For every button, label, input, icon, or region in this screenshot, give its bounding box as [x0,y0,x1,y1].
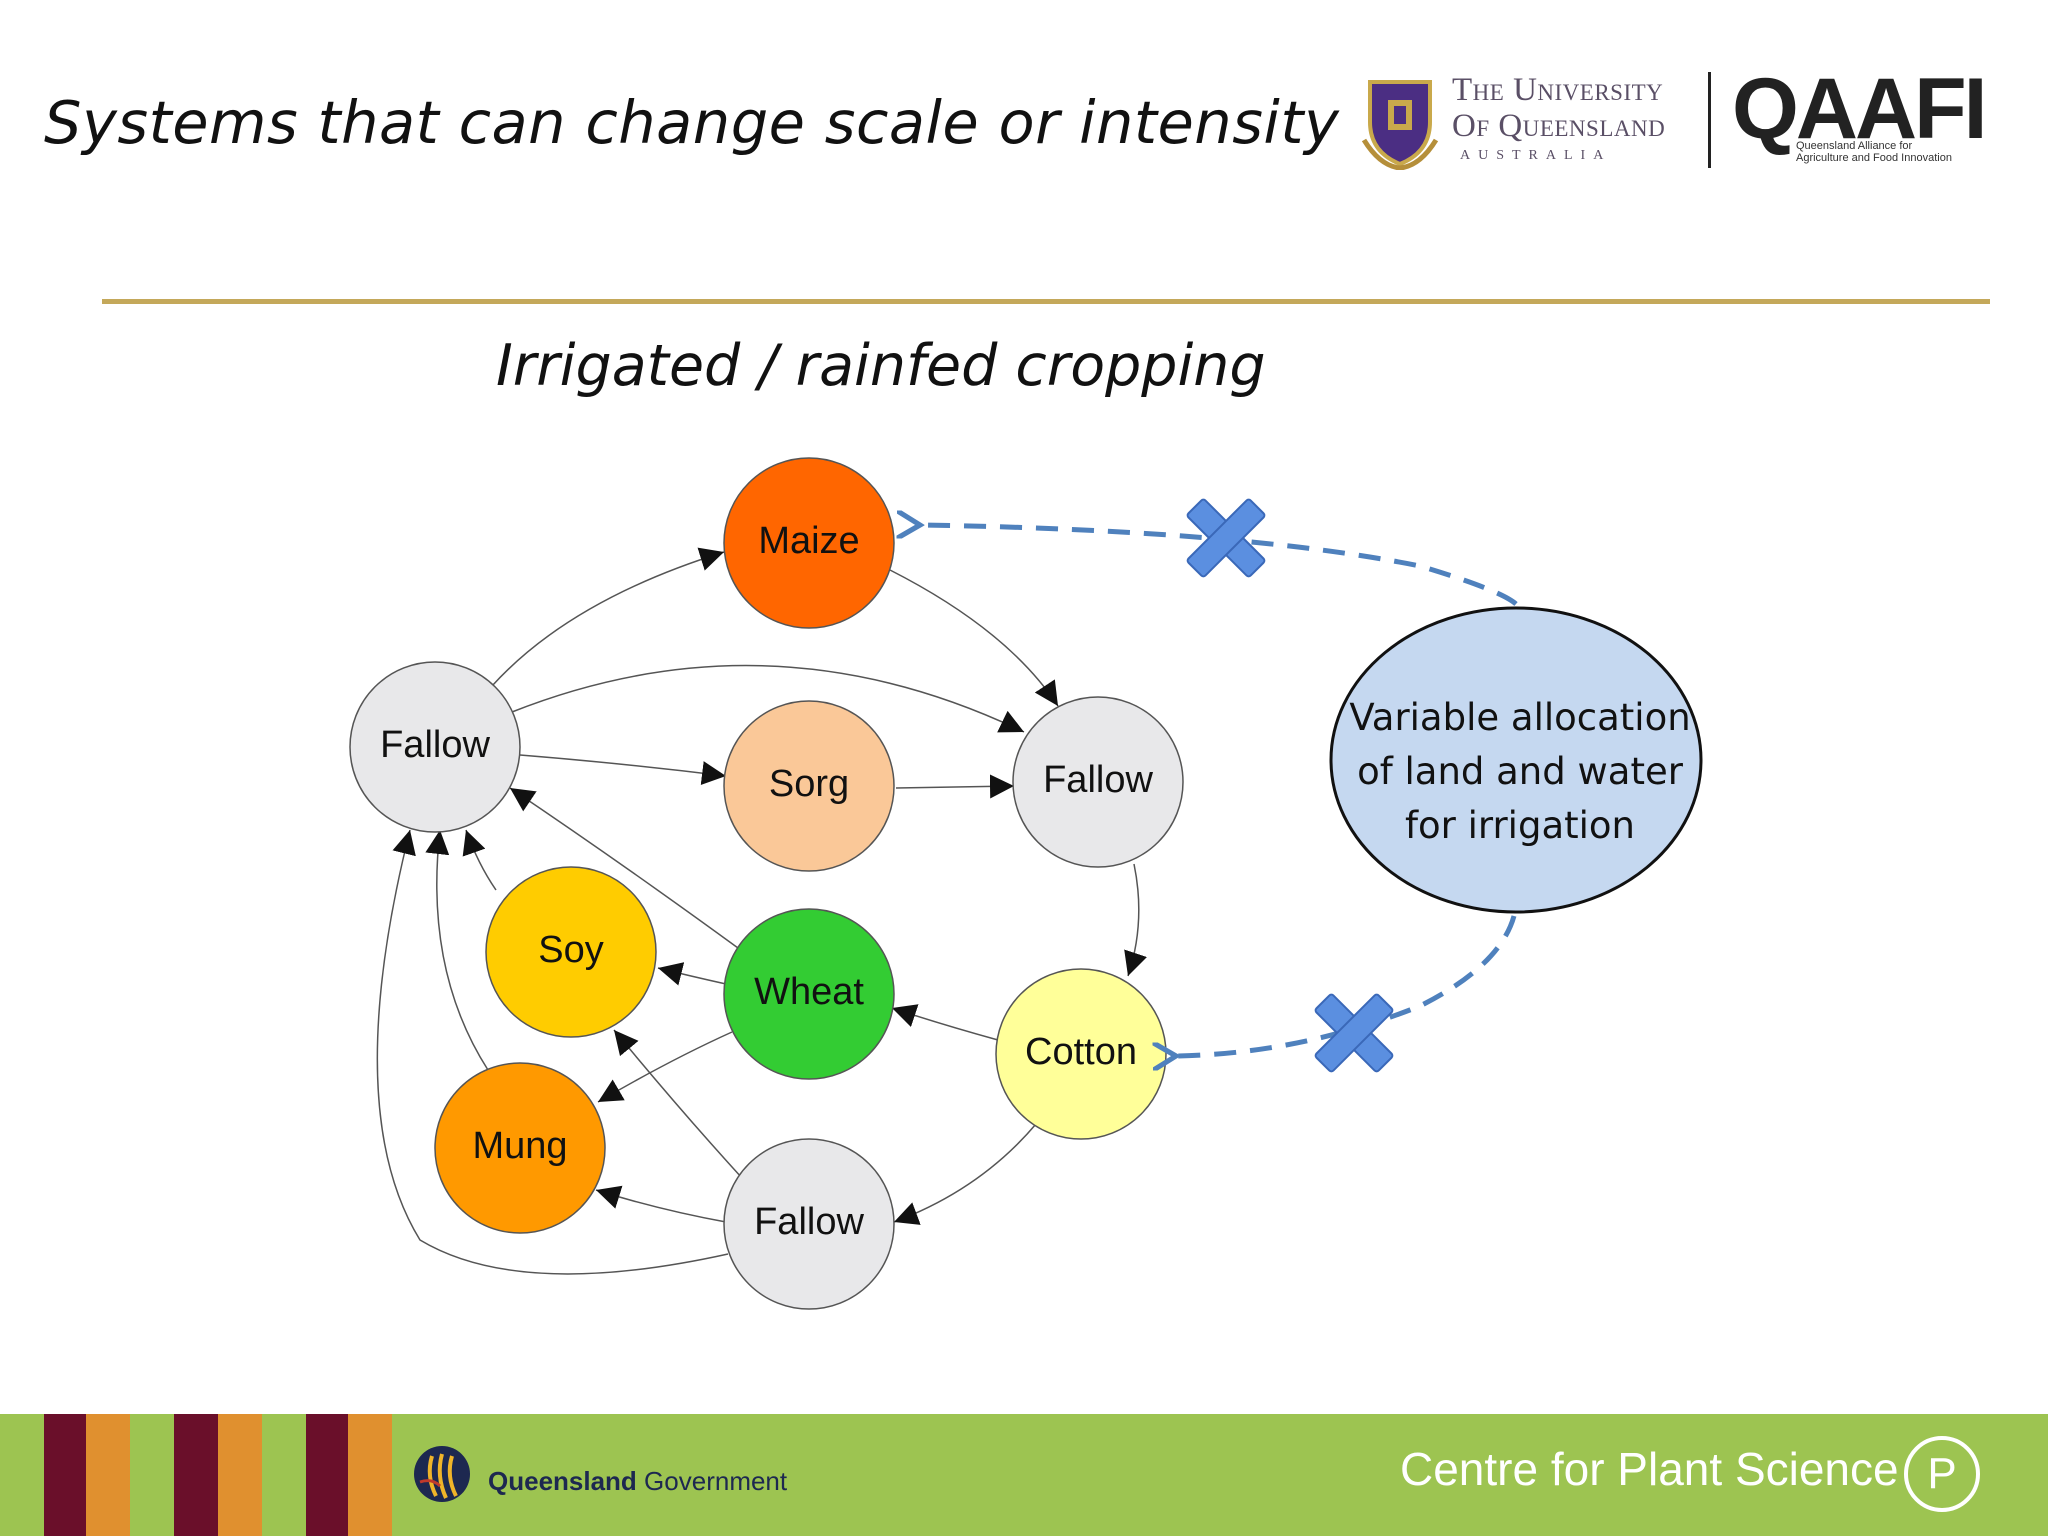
node-sorg: Sorg [723,700,895,872]
node-mung-label: Mung [472,1125,567,1167]
uq-line3: AUSTRALIA [1460,148,1612,163]
edge-cotton-to-wheat [891,1004,999,1041]
edge-maize-to-fallow-right [889,569,1059,707]
node-soy: Soy [485,866,657,1038]
footer-stripe-1 [44,1414,86,1536]
node-fallow-bottom-circle [723,1138,895,1310]
uq-line1: The University [1452,72,1664,108]
queensland-government-crest-icon [414,1446,470,1502]
node-wheat-circle [723,908,895,1080]
footer-stripe-6 [348,1414,392,1536]
blocked-cross-icon-bottom [1314,993,1394,1073]
node-cotton-label: Cotton [1025,1031,1137,1073]
plant-science-logo-letter: P [1927,1449,1956,1498]
node-fallow-left-circle [349,661,521,833]
edge-wheat-to-soy [657,962,727,986]
edge-mung-to-fallow-left [425,829,489,1071]
node-soy-label: Soy [538,929,603,971]
edge-fallow-right-to-cotton [1124,863,1147,977]
edge-fallow-left-to-maize [491,547,725,687]
footer-stripe-2 [86,1414,130,1536]
node-fallow-right-circle [1012,696,1184,868]
qg-bold: Queensland [488,1466,637,1496]
dashed-link-to-cotton [1176,915,1517,1056]
plant-science-logo-icon: P [1904,1436,1980,1512]
footer-stripe-5 [306,1414,348,1536]
uq-line2: Of Queensland [1452,108,1666,144]
diagram-subtitle: Irrigated / rainfed cropping [496,333,1266,399]
qaafi-subtitle: Queensland Alliance for Agriculture and … [1796,140,1952,164]
node-maize-label: Maize [758,520,859,562]
irrigation-allocation: Variable allocation of land and water fo… [920,498,1703,1073]
queensland-government-wordmark: Queensland Government [488,1466,787,1497]
edge-fallow-left-to-sorg [519,754,727,785]
allocation-label-line3: for irrigation [1405,804,1635,847]
edge-fallow-bottom-to-mung [595,1185,727,1223]
node-maize: Maize [723,457,895,629]
slide-title: Systems that can change scale or intensi… [44,88,1340,157]
title-rule [102,299,1990,304]
node-fallow-right: Fallow [1012,696,1184,868]
edge-wheat-to-fallow-left [509,787,739,949]
node-fallow-bottom: Fallow [723,1138,895,1310]
footer-stripe-3 [174,1414,218,1536]
node-cotton: Cotton [995,968,1167,1140]
node-wheat-label: Wheat [754,971,864,1013]
node-maize-circle [723,457,895,629]
node-wheat: Wheat [723,908,895,1080]
logo-divider [1708,72,1711,168]
uq-wordmark: The University Of Queensland AUSTRALIA [1452,72,1665,164]
edge-fallow-bottom-to-soy [613,1029,743,1179]
footer-bar: Queensland Government Centre for Plant S… [0,1414,2048,1536]
dashed-link-to-maize [920,525,1518,606]
node-mung: Mung [434,1062,606,1234]
uq-crest-icon [1361,80,1439,170]
node-fallow-bottom-label: Fallow [754,1201,864,1243]
rotation-edges [376,547,1147,1275]
blocked-cross-icon-top [1186,498,1266,578]
node-fallow-left-label: Fallow [380,724,490,766]
centre-for-plant-science-label: Centre for Plant Science [1400,1443,1899,1495]
node-sorg-circle [723,700,895,872]
edge-soy-to-fallow-left [462,829,497,891]
edge-cotton-to-fallow-bottom [893,1123,1037,1225]
footer-stripe-4 [218,1414,262,1536]
node-mung-circle [434,1062,606,1234]
node-soy-circle [485,866,657,1038]
node-fallow-right-label: Fallow [1043,759,1153,801]
node-fallow-left: Fallow [349,661,521,833]
qaafi-sub-line1: Queensland Alliance for [1796,140,1913,152]
university-logo-group: The University Of Queensland AUSTRALIA Q… [1360,64,1990,176]
allocation-label-line2: of land and water [1357,750,1684,793]
crop-nodes: Maize Fallow Sorg Fallow Soy Wheat Cotto… [349,457,1184,1310]
edge-fallow-bottom-to-fallow-left [376,829,729,1275]
qg-rest: Government [636,1466,788,1496]
node-sorg-label: Sorg [769,763,849,805]
crop-rotation-diagram: Maize Fallow Sorg Fallow Soy Wheat Cotto… [349,457,1703,1310]
edge-wheat-to-mung [597,1031,733,1103]
edge-fallow-left-to-fallow-right [511,664,1025,733]
allocation-label-line1: Variable allocation [1349,696,1690,739]
edge-sorg-to-fallow-right [895,774,1015,799]
qaafi-logo: QAAFI [1732,61,1988,157]
qaafi-sub-line2: Agriculture and Food Innovation [1796,152,1952,164]
allocation-ellipse [1329,606,1703,914]
